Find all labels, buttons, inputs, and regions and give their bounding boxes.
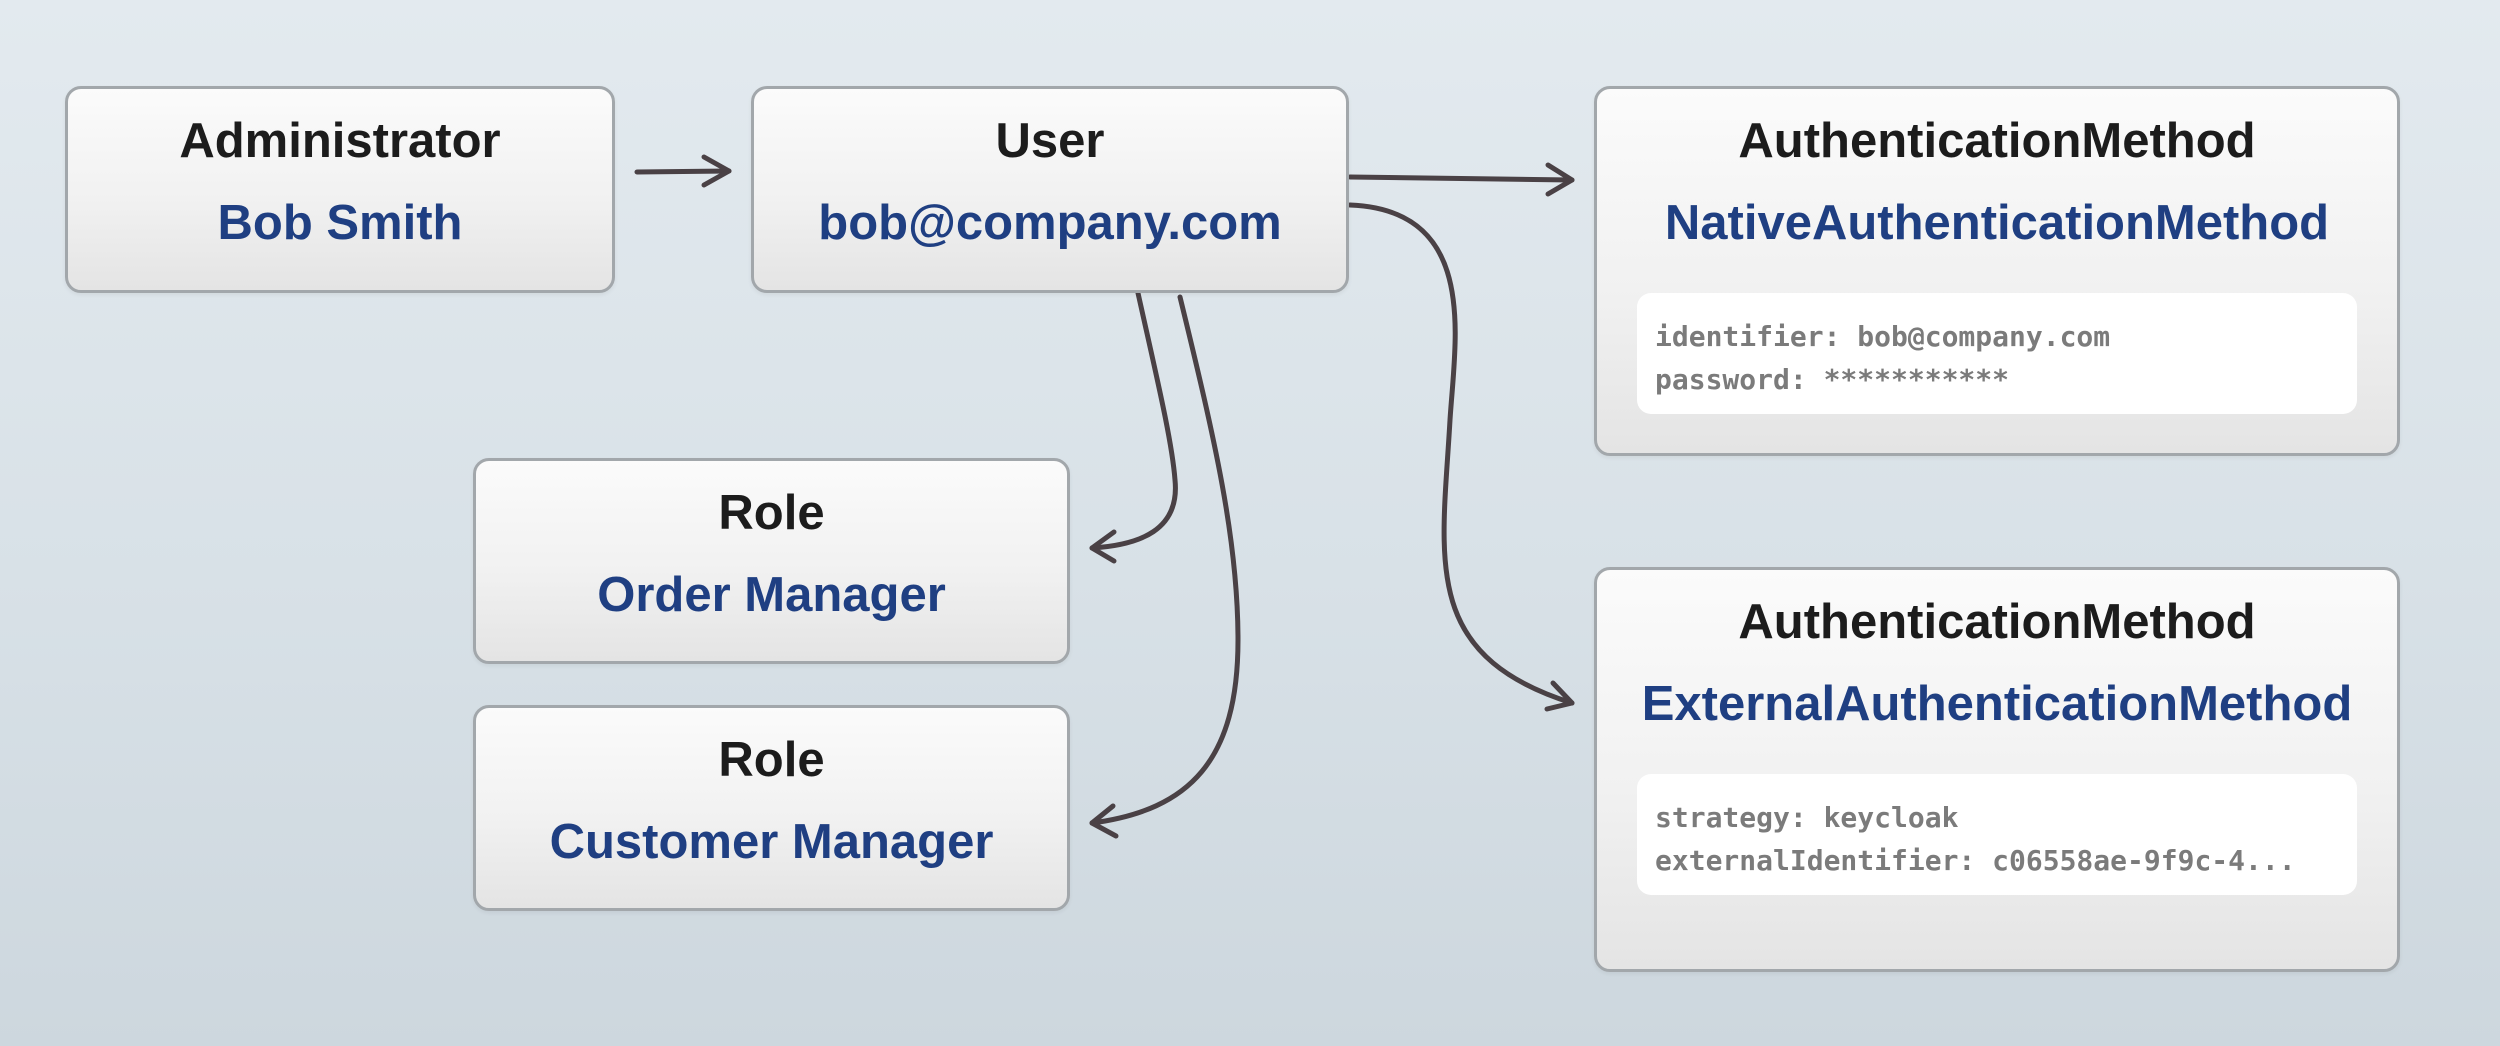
role-customer-manager-box: Role Customer Manager bbox=[473, 705, 1070, 911]
detail-identifier: identifier: bob@company.com bbox=[1655, 320, 2111, 353]
detail-external-identifier: externalIdentifier: c06558ae-9f9c-4... bbox=[1655, 844, 2296, 877]
details-panel: identifier: bob@company.com password: **… bbox=[1637, 293, 2357, 414]
connector-user-native-auth bbox=[1347, 174, 1575, 183]
node-name-label: Bob Smith bbox=[217, 196, 463, 250]
detail-password: password: *********** bbox=[1655, 363, 2010, 396]
connector-user-role-customer bbox=[1089, 294, 1241, 826]
node-type-label: Administrator bbox=[179, 114, 501, 168]
connector-user-role-order bbox=[1089, 290, 1178, 551]
node-name-label: Customer Manager bbox=[549, 815, 994, 869]
connector-user-external-auth bbox=[1347, 202, 1575, 706]
node-name-label: bob@company.com bbox=[818, 196, 1282, 250]
details-panel: strategy: keycloak externalIdentifier: c… bbox=[1637, 774, 2357, 895]
node-name-label: ExternalAuthenticationMethod bbox=[1641, 677, 2353, 731]
connector-administrator-user bbox=[634, 168, 732, 175]
node-type-label: Role bbox=[718, 733, 825, 787]
administrator-box: Administrator Bob Smith bbox=[65, 86, 615, 293]
node-type-label: Role bbox=[718, 486, 825, 540]
node-type-label: AuthenticationMethod bbox=[1738, 114, 2256, 168]
node-type-label: AuthenticationMethod bbox=[1738, 595, 2256, 649]
node-type-label: User bbox=[995, 114, 1105, 168]
node-name-label: Order Manager bbox=[597, 568, 946, 622]
role-order-manager-box: Role Order Manager bbox=[473, 458, 1070, 664]
arrowhead-role-order-icon bbox=[1089, 529, 1117, 564]
detail-strategy: strategy: keycloak bbox=[1655, 801, 1959, 834]
arrowhead-role-customer-icon bbox=[1089, 803, 1119, 839]
native-auth-method-box: AuthenticationMethod NativeAuthenticatio… bbox=[1594, 86, 2400, 456]
arrowhead-native-auth-icon bbox=[1545, 162, 1575, 197]
external-auth-method-box: AuthenticationMethod ExternalAuthenticat… bbox=[1594, 567, 2400, 972]
user-box: User bob@company.com bbox=[751, 86, 1349, 293]
arrowhead-user-icon bbox=[701, 154, 732, 188]
node-name-label: NativeAuthenticationMethod bbox=[1664, 196, 2330, 250]
arrowhead-external-auth-icon bbox=[1544, 680, 1575, 712]
